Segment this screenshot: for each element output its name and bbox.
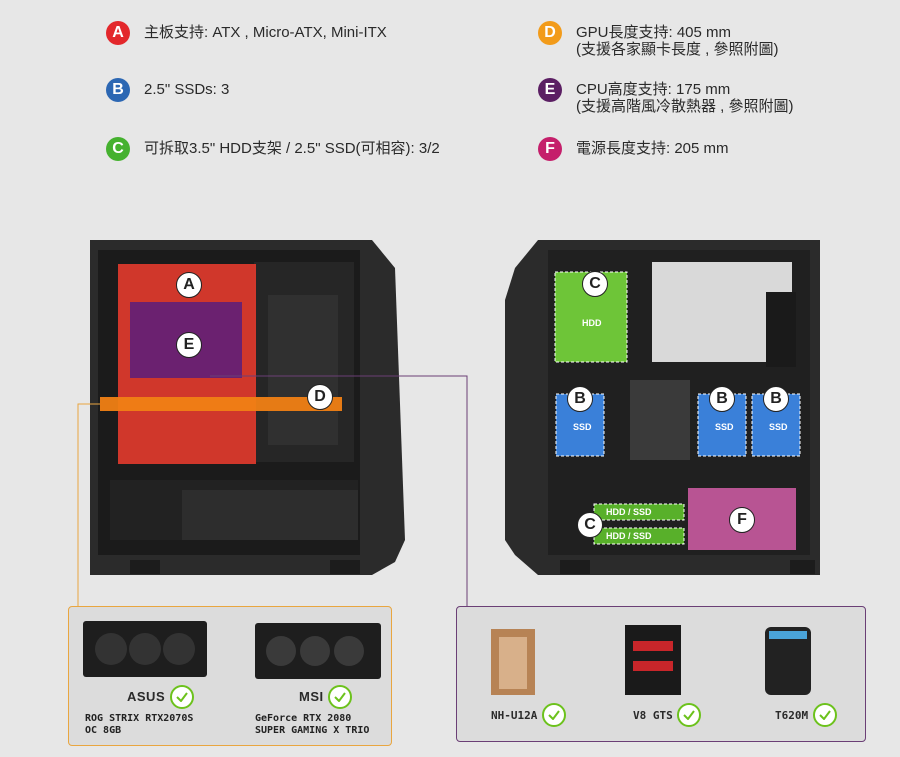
- spec-text: CPU高度支持: 175 mm: [576, 81, 731, 98]
- spec-text: 可拆取3.5" HDD支架 / 2.5" SSD(可相容): 3/2: [144, 140, 440, 157]
- cooler-images: [491, 625, 811, 695]
- hdd-ssd-label-1: HDD / SSD: [606, 507, 652, 517]
- ssd-label-1: SSD: [573, 422, 592, 432]
- gpu-model-line: ROG STRIX RTX2070S: [85, 713, 194, 724]
- gpu-model-line: OC 8GB: [85, 725, 122, 736]
- gpu-brand: ASUS: [127, 689, 166, 705]
- case-label-d: D: [307, 384, 333, 410]
- check-icon: [169, 685, 194, 709]
- badge-e: E: [538, 78, 562, 102]
- gpu-model-line: SUPER GAMING X TRIO: [255, 725, 370, 736]
- badge-b: B: [106, 78, 130, 102]
- gpu-brand: MSI: [299, 689, 324, 705]
- gpu-callout-line: [77, 403, 100, 606]
- case-label-b-1: B: [567, 386, 593, 412]
- hdd-ssd-label-2: HDD / SSD: [606, 531, 652, 541]
- check-icon: [677, 703, 702, 727]
- cooler-t620m: T620M: [775, 703, 837, 727]
- spec-gpu: D GPU長度支持: 405 mm(支援各家顯卡長度 , 參照附圖): [538, 21, 779, 58]
- cooler-name: T620M: [775, 709, 809, 723]
- cooler-v8-gts: V8 GTS: [633, 703, 702, 727]
- case-label-e: E: [176, 332, 202, 358]
- case-label-b-2: B: [709, 386, 735, 412]
- case-left: [90, 240, 405, 575]
- spec-text: 主板支持: ATX , Micro-ATX, Mini-ITX: [144, 24, 387, 41]
- spec-text: 電源長度支持: 205 mm: [576, 140, 729, 157]
- case-label-c-top: C: [582, 271, 608, 297]
- check-icon: [541, 703, 566, 727]
- gpu-model-line: GeForce RTX 2080: [255, 713, 352, 724]
- gpu-model-msi: GeForce RTX 2080 SUPER GAMING X TRIO: [255, 713, 369, 737]
- case-label-f: F: [729, 507, 755, 533]
- spec-cpu: E CPU高度支持: 175 mm(支援高階風冷散熱器 , 參照附圖): [538, 78, 794, 115]
- case-label-c-bottom: C: [577, 512, 603, 538]
- gpu-msi: MSI: [299, 685, 353, 709]
- gpu-compat-box: ASUS ROG STRIX RTX2070S OC 8GB MSI GeFor…: [68, 606, 392, 746]
- ssd-label-2: SSD: [715, 422, 734, 432]
- spec-motherboard: A 主板支持: ATX , Micro-ATX, Mini-ITX: [106, 21, 387, 45]
- check-icon: [328, 685, 353, 709]
- cpu-callout-line: [210, 375, 468, 606]
- cooler-name: NH-U12A: [491, 709, 538, 723]
- case-label-b-3: B: [763, 386, 789, 412]
- spec-hdd: C 可拆取3.5" HDD支架 / 2.5" SSD(可相容): 3/2: [106, 137, 440, 161]
- bottom-drive-2: [593, 527, 685, 545]
- gpu-length-bar: [100, 397, 342, 411]
- cooler-compat-box: NH-U12A V8 GTS T620M: [456, 606, 866, 742]
- bottom-drive-1: [593, 503, 685, 521]
- cooler-name: V8 GTS: [633, 709, 673, 723]
- spec-note: (支援高階風冷散熱器 , 參照附圖): [576, 98, 794, 115]
- spec-text: GPU長度支持: 405 mm: [576, 24, 732, 41]
- cooler-nh-u12a: NH-U12A: [491, 703, 566, 727]
- badge-d: D: [538, 21, 562, 45]
- spec-text: 2.5" SSDs: 3: [144, 81, 230, 98]
- spec-ssd: B 2.5" SSDs: 3: [106, 78, 229, 102]
- badge-c: C: [106, 137, 130, 161]
- ssd-label-3: SSD: [769, 422, 788, 432]
- gpu-asus: ASUS: [127, 685, 194, 709]
- spec-psu: F 電源長度支持: 205 mm: [538, 137, 729, 161]
- check-icon: [812, 703, 837, 727]
- badge-a: A: [106, 21, 130, 45]
- hdd-label: HDD: [582, 318, 602, 328]
- gpu-model-asus: ROG STRIX RTX2070S OC 8GB: [85, 713, 193, 737]
- gpu-images: [83, 621, 381, 679]
- badge-f: F: [538, 137, 562, 161]
- spec-note: (支援各家顯卡長度 , 參照附圖): [576, 41, 779, 58]
- case-label-a: A: [176, 272, 202, 298]
